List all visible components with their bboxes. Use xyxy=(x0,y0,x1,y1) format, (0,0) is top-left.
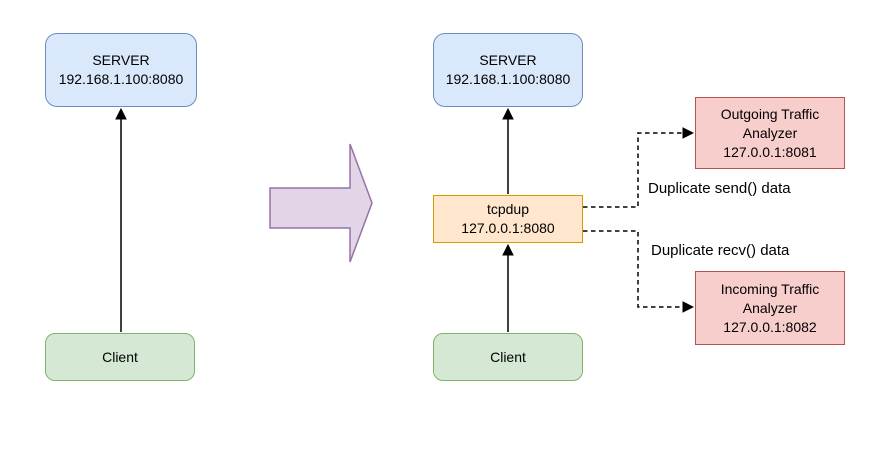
duplicate-send-label: Duplicate send() data xyxy=(648,180,791,197)
outgoing-traffic-analyzer-node: Outgoing Traffic Analyzer 127.0.0.1:8081 xyxy=(695,97,845,169)
incoming-analyzer-line2: Analyzer xyxy=(742,299,798,316)
outgoing-analyzer-line2: Analyzer xyxy=(742,124,798,141)
transform-block-arrow-icon xyxy=(269,143,373,263)
incoming-traffic-analyzer-node: Incoming Traffic Analyzer 127.0.0.1:8082 xyxy=(695,271,845,345)
duplicate-recv-label: Duplicate recv() data xyxy=(651,242,790,259)
after-server-node: SERVER 192.168.1.100:8080 xyxy=(433,33,583,107)
before-client-node: Client xyxy=(45,333,195,381)
before-server-name: SERVER xyxy=(92,52,150,68)
after-server-address: 192.168.1.100:8080 xyxy=(445,71,571,87)
incoming-analyzer-line1: Incoming Traffic xyxy=(720,280,820,297)
after-client-label: Client xyxy=(490,348,526,365)
outgoing-analyzer-address: 127.0.0.1:8081 xyxy=(723,143,817,160)
duplicate-send-connector xyxy=(583,133,692,208)
duplicate-recv-connector xyxy=(583,230,692,307)
outgoing-analyzer-line1: Outgoing Traffic xyxy=(720,105,820,122)
before-client-label: Client xyxy=(102,348,138,365)
tcpdup-proxy-node: tcpdup 127.0.0.1:8080 xyxy=(433,195,583,243)
tcpdup-name: tcpdup xyxy=(486,201,530,217)
after-client-node: Client xyxy=(433,333,583,381)
before-server-address: 192.168.1.100:8080 xyxy=(58,71,184,87)
incoming-analyzer-address: 127.0.0.1:8082 xyxy=(723,318,817,335)
tcpdup-address: 127.0.0.1:8080 xyxy=(461,220,555,236)
after-server-name: SERVER xyxy=(479,52,537,68)
before-server-node: SERVER 192.168.1.100:8080 xyxy=(45,33,197,107)
